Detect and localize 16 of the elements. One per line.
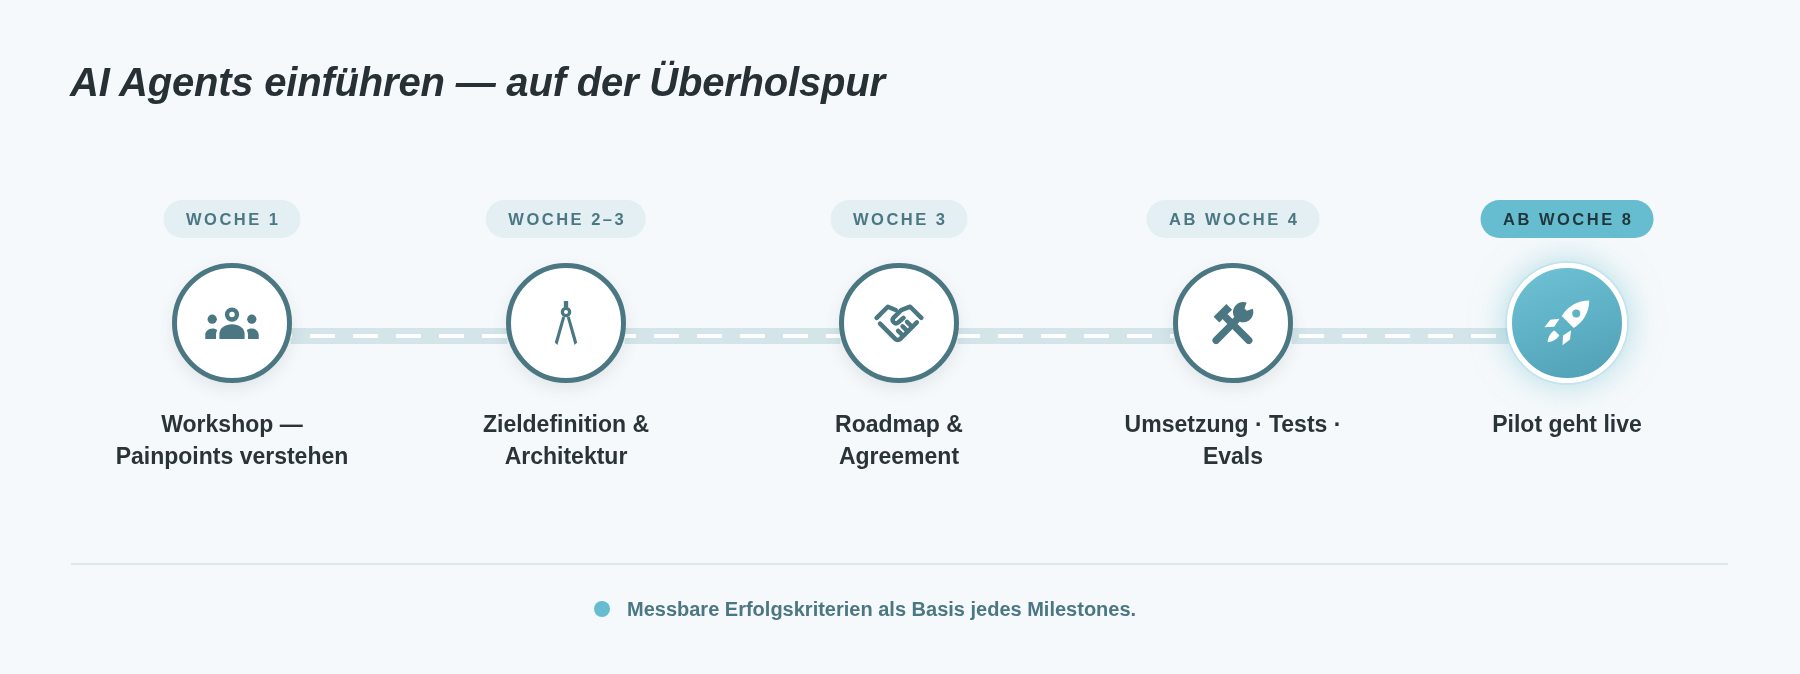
week-badge: AB WOCHE 8: [1480, 200, 1654, 238]
road-connector: [957, 328, 1175, 344]
step-caption: Umsetzung · Tests · Evals: [1123, 410, 1343, 471]
title: AI Agents einführen — auf der Überholspur: [70, 59, 885, 106]
road-connector: [290, 328, 508, 344]
week-badge: WOCHE 2–3: [485, 200, 647, 238]
week-badge: WOCHE 3: [830, 200, 968, 238]
week-badge: AB WOCHE 4: [1146, 200, 1320, 238]
footnote-text: Messbare Erfolgskriterien als Basis jedes Milestones.: [627, 597, 1137, 622]
step-caption: Zieldefinition & Architektur: [481, 410, 651, 471]
road-connector: [1291, 328, 1509, 344]
step-caption: Pilot geht live: [1491, 410, 1643, 439]
week-badge: WOCHE 1: [163, 200, 301, 238]
step-caption: Roadmap & Agreement: [834, 410, 964, 471]
step-caption: Workshop — Painpoints verstehen: [114, 410, 350, 471]
road-connector: [624, 328, 841, 344]
